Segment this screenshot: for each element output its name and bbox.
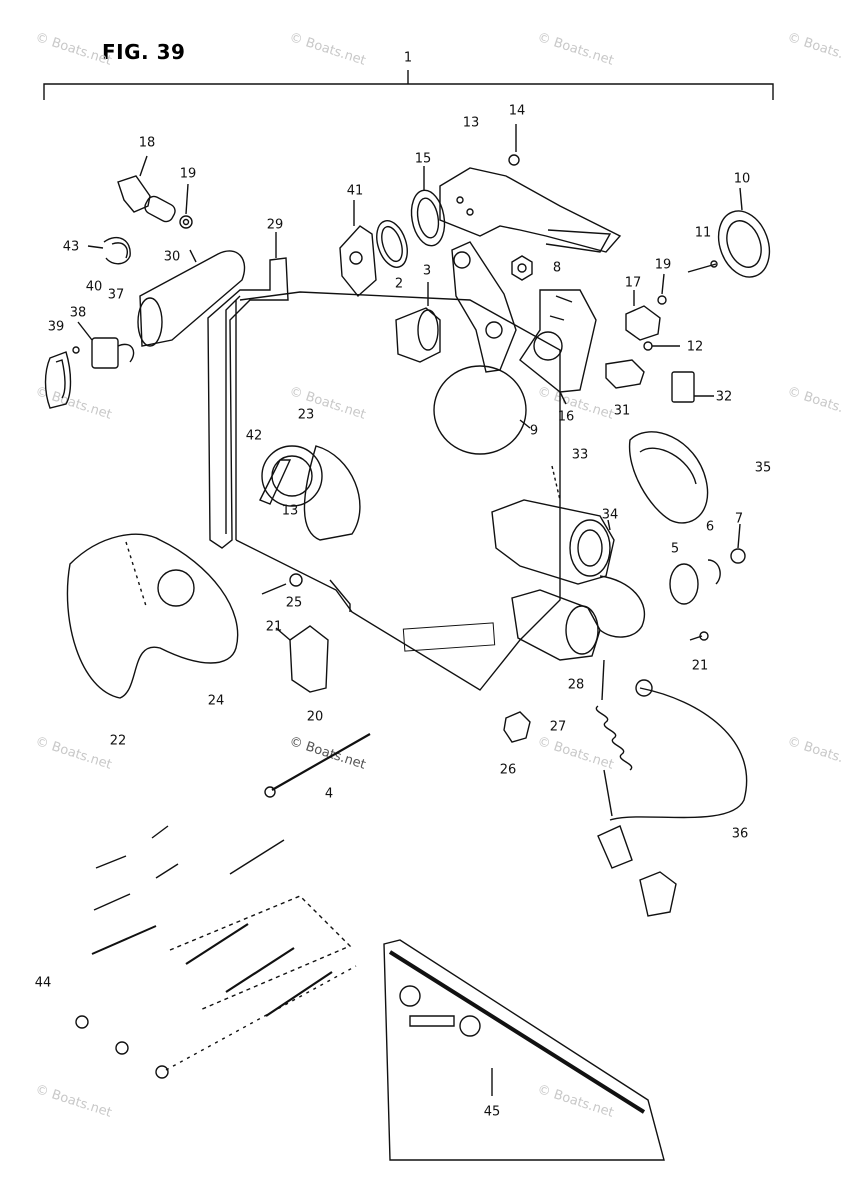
callout-18: 18 [138,135,156,151]
part-19-washer [180,184,192,228]
callout-14: 14 [508,103,526,119]
callout-15: 15 [414,151,432,167]
part-8-nut [512,256,532,280]
part-18-lever [118,156,177,224]
part-26-bushing [504,712,530,742]
callout-19b: 19 [654,257,672,273]
callout-38: 38 [69,305,87,321]
callout-24: 24 [207,693,225,709]
callout-45: 45 [483,1104,501,1120]
callout-31: 31 [613,403,631,419]
part-33-motor [492,466,614,584]
part-41-gear [340,200,376,296]
callout-13: 13 [462,115,480,131]
part-11-pin [688,261,717,272]
part-16-cam-plate [520,290,596,404]
callout-23: 23 [297,407,315,423]
part-34-motor [512,590,600,660]
callout-11: 11 [694,225,712,241]
callout-36: 36 [731,826,749,842]
part-44-screw-set [76,826,356,1078]
part-12-screw [644,342,680,350]
part-6-spring [708,560,720,584]
callout-30: 30 [163,249,181,265]
part-15-seal [407,166,448,248]
part-36-cable [598,680,747,916]
callout-3: 3 [422,263,432,279]
callout-8: 8 [552,260,562,276]
callout-27: 27 [549,719,567,735]
callout-33: 33 [571,447,589,463]
part-14-bolt [509,124,519,165]
part-13-bracket [440,168,620,252]
callout-17: 17 [624,275,642,291]
callout-26: 26 [499,762,517,778]
callout-21: 21 [265,619,283,635]
callout-39: 39 [47,319,65,335]
callout-7: 7 [734,511,744,527]
part-7-cap [731,524,745,563]
callout-2: 2 [394,276,404,292]
part-5-cap [670,564,698,604]
part-35-cover [630,432,708,523]
part-17-holder [626,290,660,340]
callout-40: 40 [85,279,103,295]
assembly-bracket [44,70,773,100]
part-43-clip [88,238,130,264]
callout-29: 29 [266,217,284,233]
part-42-gear [260,446,360,540]
callout-4: 4 [324,786,334,802]
part-45-trim-panel [384,940,664,1160]
callout-21b: 21 [691,658,709,674]
part-38-switch [78,322,134,368]
callout-25: 25 [285,595,303,611]
part-10-cover-ring [710,188,778,284]
callout-22: 22 [109,733,127,749]
callout-5: 5 [670,541,680,557]
callout-41: 41 [346,183,364,199]
callout-16: 16 [557,409,575,425]
callout-9: 9 [529,423,539,439]
part-21-screw [690,632,708,640]
part-9-disc [434,366,530,454]
part-3-bearing [396,282,440,362]
part-23-main-housing [236,292,560,690]
callout-19: 19 [179,166,197,182]
part-19-clip [658,274,666,304]
part-30-housing [138,250,245,346]
part-2-ring [371,217,412,271]
part-25-bolt [262,574,302,594]
callout-34: 34 [601,507,619,523]
callout-42: 42 [245,428,263,444]
callout-28: 28 [567,677,585,693]
part-band [600,576,644,637]
part-4-bolt [265,734,370,797]
part-21-clip [276,626,328,692]
part-28-spring [596,660,631,816]
callout-20: 20 [306,709,324,725]
callout-35: 35 [754,460,772,476]
callout-32: 32 [715,389,733,405]
callout-13b: 13 [281,503,299,519]
callout-44: 44 [34,975,52,991]
callout-37: 37 [107,287,125,303]
callout-12: 12 [686,339,704,355]
callout-43: 43 [62,239,80,255]
callout-10: 10 [733,171,751,187]
figure-title: FIG. 39 [102,40,186,64]
part-32-relay [672,372,714,402]
part-29-control-arm [208,232,288,548]
callout-6: 6 [705,519,715,535]
callout-1: 1 [403,50,413,66]
part-39-cover [46,347,80,408]
part-31-switch [606,360,644,388]
part-24-cover [67,534,237,698]
